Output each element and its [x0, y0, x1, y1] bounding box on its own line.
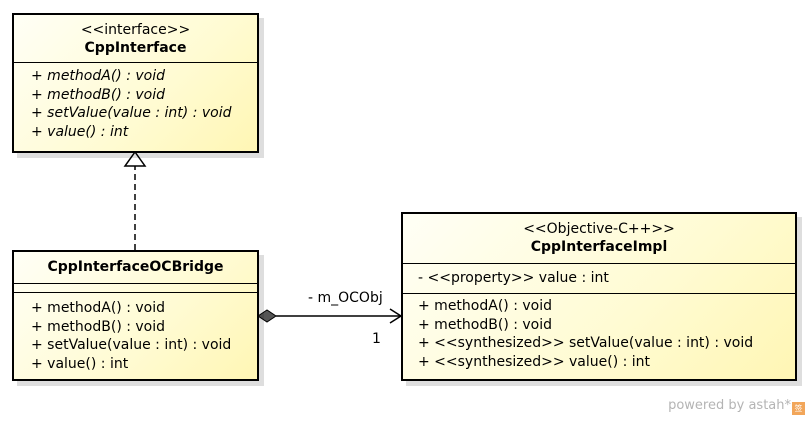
operations-compartment: + methodA() : void + methodB() : void + … — [14, 292, 257, 373]
operation-item: + methodA() : void — [418, 298, 552, 314]
operation-item: + <<synthesized>> value() : int — [418, 353, 651, 370]
attributes-compartment: - <<property>> value : int — [403, 263, 795, 293]
operation-item: + methodB() : void — [31, 86, 166, 103]
realization-hollow-triangle-icon — [123, 150, 147, 167]
operation-item: + methodB() : void — [31, 318, 166, 335]
operation-item: + setValue(value : int) : void — [31, 105, 232, 121]
operation-item: + methodA() : void — [31, 300, 165, 316]
operation-item: + <<synthesized>> setValue(value : int) … — [418, 335, 754, 351]
class-cpp-interface-oc-bridge[interactable]: CppInterfaceOCBridge + methodA() : void … — [12, 250, 259, 381]
astah-logo-icon: 签 — [792, 402, 805, 415]
operation-item: + setValue(value : int) : void — [31, 337, 232, 353]
operation-item: + value() : int — [31, 123, 129, 140]
class-cpp-interface[interactable]: <<interface>> CppInterface + methodA() :… — [12, 13, 259, 153]
class-header: <<interface>> CppInterface — [14, 15, 257, 62]
operations-compartment: + methodA() : void + methodB() : void + … — [14, 62, 257, 141]
powered-by-watermark: powered by astah*签 — [668, 398, 805, 415]
composition-filled-diamond-icon — [257, 309, 277, 323]
class-cpp-interface-impl[interactable]: <<Objective-C++>> CppInterfaceImpl - <<p… — [401, 212, 797, 381]
watermark-text: powered by astah* — [668, 398, 791, 413]
class-stereotype: <<interface>> — [80, 22, 191, 38]
class-name: CppInterface — [84, 40, 187, 56]
operation-item: + methodA() : void — [31, 68, 165, 84]
class-header: <<Objective-C++>> CppInterfaceImpl — [403, 214, 795, 263]
association-role-label: - m_OCObj — [308, 290, 383, 306]
realization-link — [123, 150, 147, 250]
composition-link — [257, 308, 403, 324]
attribute-item: - <<property>> value : int — [418, 270, 609, 286]
operations-compartment: + methodA() : void + methodB() : void + … — [403, 293, 795, 371]
association-multiplicity-label: 1 — [372, 331, 381, 347]
operation-item: + methodB() : void — [418, 316, 553, 333]
operation-item: + value() : int — [31, 355, 129, 372]
class-name: CppInterfaceOCBridge — [47, 259, 224, 275]
class-header: CppInterfaceOCBridge — [14, 252, 257, 283]
attributes-compartment — [14, 283, 257, 292]
class-stereotype: <<Objective-C++>> — [523, 221, 675, 237]
class-name: CppInterfaceImpl — [530, 239, 668, 255]
